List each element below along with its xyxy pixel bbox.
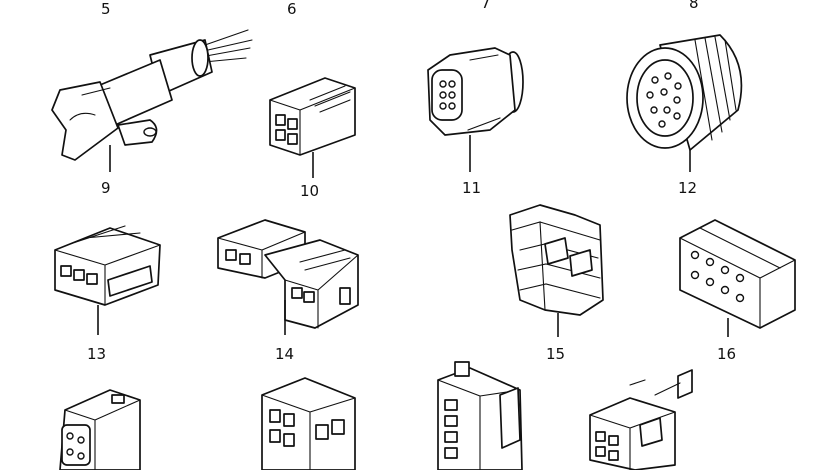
callout-10: 10 — [300, 182, 319, 200]
connector-part-bottom-2 — [261, 377, 356, 470]
callout-14: 14 — [275, 345, 294, 363]
connector-part-13 — [54, 225, 161, 335]
callout-5: 5 — [101, 0, 111, 18]
connector-part-14 — [217, 219, 359, 335]
connector-part-12 — [626, 34, 743, 172]
connector-part-9 — [51, 29, 253, 172]
callout-16: 16 — [717, 345, 736, 363]
connector-part-15 — [509, 204, 604, 337]
callout-13: 13 — [87, 345, 106, 363]
connector-part-16 — [679, 219, 796, 337]
connector-part-11 — [427, 47, 524, 172]
connector-part-10 — [269, 77, 356, 178]
callout-12: 12 — [678, 179, 697, 197]
connector-part-bottom-3 — [437, 361, 523, 470]
connector-part-bottom-4 — [589, 369, 693, 470]
connector-part-bottom-1 — [59, 389, 141, 470]
callout-6: 6 — [287, 0, 297, 18]
callout-7: 7 — [481, 0, 491, 12]
callout-11: 11 — [462, 179, 481, 197]
callout-15: 15 — [546, 345, 565, 363]
callout-8: 8 — [689, 0, 699, 12]
callout-9: 9 — [101, 179, 111, 197]
